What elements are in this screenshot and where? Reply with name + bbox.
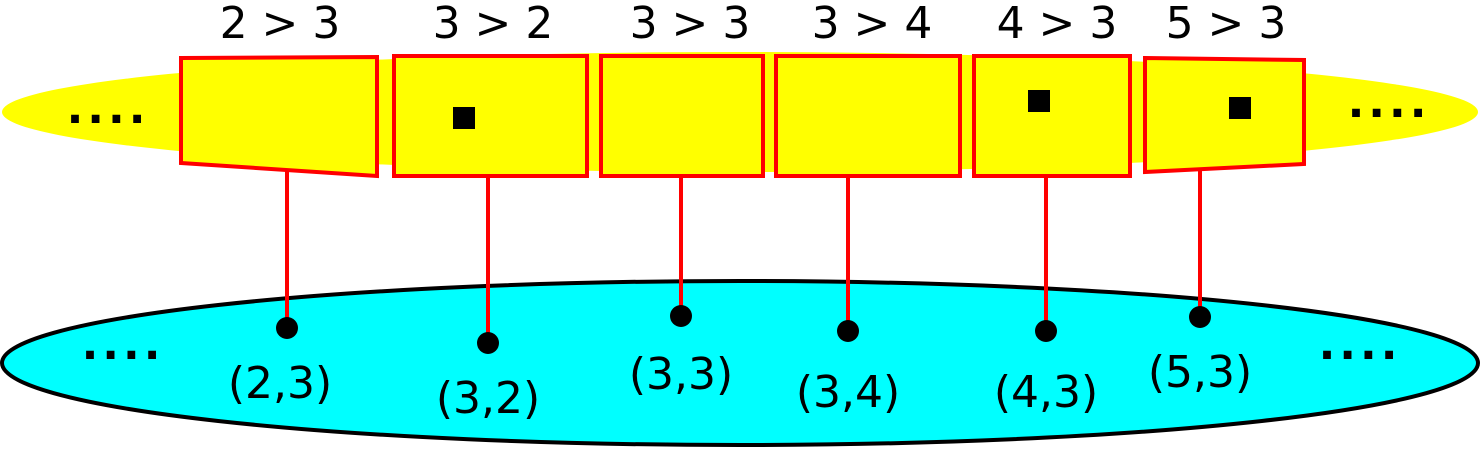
top-label: 3 > 2 — [433, 0, 554, 49]
point-dot — [837, 320, 859, 342]
ellipsis-bottom-left: .... — [82, 319, 165, 370]
ellipsis-bottom-right: .... — [1319, 319, 1402, 370]
marker-square — [1229, 97, 1251, 119]
box-2-3 — [179, 54, 379, 179]
ellipsis-top-right: .... — [1348, 77, 1431, 128]
box-group — [179, 54, 1306, 179]
point-label: (2,3) — [228, 358, 332, 409]
box-3-2 — [392, 54, 589, 178]
point-label-group: (2,3) (3,2) (3,3) (3,4) (4,3) (5,3) — [228, 347, 1252, 424]
point-label: (3,3) — [629, 349, 733, 400]
point-dot — [1035, 320, 1057, 342]
point-dot — [670, 305, 692, 327]
bottom-ellipse — [0, 279, 1480, 447]
marker-square — [1028, 90, 1050, 112]
top-label: 5 > 3 — [1166, 0, 1287, 49]
box-3-4 — [774, 54, 962, 178]
top-label: 2 > 3 — [220, 0, 341, 49]
point-dot-group — [276, 305, 1211, 354]
top-label-group: 2 > 3 3 > 2 3 > 3 3 > 4 4 > 3 5 > 3 — [220, 0, 1287, 49]
box-5-3 — [1143, 55, 1306, 175]
box-3-3 — [599, 54, 765, 178]
box-4-3 — [972, 54, 1132, 178]
marker-square — [453, 107, 475, 129]
top-label: 4 > 3 — [997, 0, 1118, 49]
point-label: (3,2) — [436, 373, 540, 424]
marker-group — [453, 90, 1251, 129]
point-label: (4,3) — [994, 367, 1098, 418]
ellipsis-top-left: .... — [67, 83, 150, 134]
point-dot — [276, 317, 298, 339]
point-label: (5,3) — [1148, 347, 1252, 398]
top-label: 3 > 3 — [630, 0, 751, 49]
point-label: (3,4) — [796, 367, 900, 418]
top-label: 3 > 4 — [812, 0, 933, 49]
connector-group — [285, 170, 1202, 343]
point-dot — [1189, 306, 1211, 328]
point-dot — [477, 332, 499, 354]
